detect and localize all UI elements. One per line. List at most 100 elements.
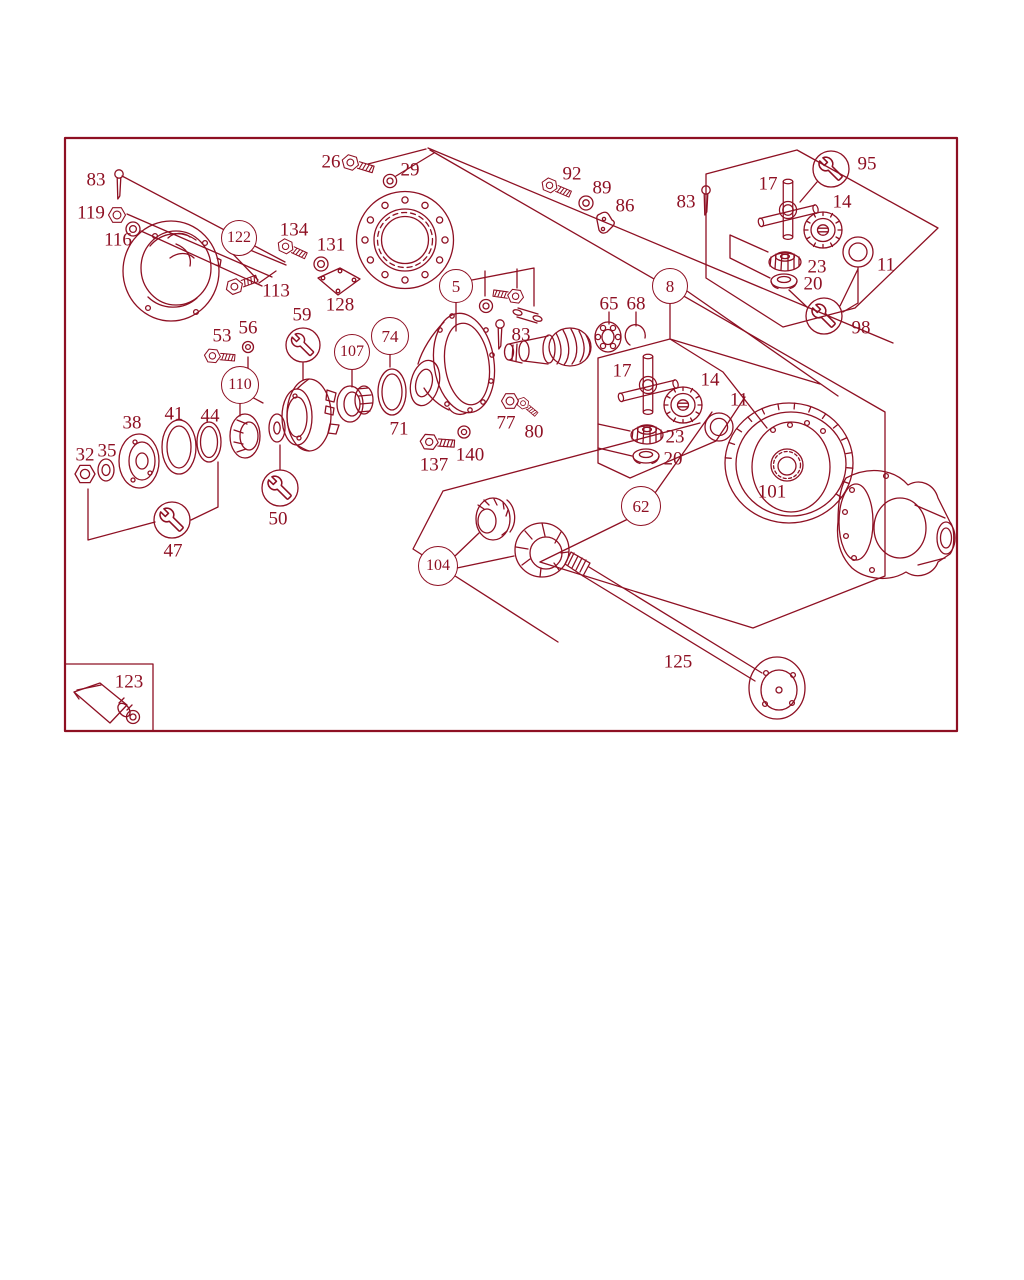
part-label-71[interactable]: 71	[389, 418, 409, 440]
lock-plate-128	[317, 267, 361, 296]
pinion-bearing-65	[594, 321, 622, 353]
part-label-68[interactable]: 68	[626, 293, 646, 315]
part-label-17a[interactable]: 17	[758, 173, 778, 195]
nut-131	[313, 256, 329, 272]
tool-callout-98	[805, 297, 843, 335]
inset-box	[64, 663, 154, 732]
callout-8[interactable]: 8	[652, 268, 688, 304]
part-label-65[interactable]: 65	[599, 293, 619, 315]
part-label-20b[interactable]: 20	[663, 448, 683, 470]
ring-gear	[724, 402, 854, 524]
callout-62[interactable]: 62	[621, 486, 661, 526]
snap-ring-68	[624, 324, 646, 346]
part-label-89[interactable]: 89	[592, 177, 612, 199]
tool-callout-50	[261, 469, 299, 507]
part-label-11b[interactable]: 11	[729, 389, 749, 411]
part-label-35[interactable]: 35	[97, 440, 117, 462]
part-label-128[interactable]: 128	[325, 294, 355, 316]
nut-29	[382, 173, 398, 189]
part-label-20a[interactable]: 20	[803, 273, 823, 295]
bearing-107-part	[336, 385, 374, 423]
cotter-pin-83-mid	[495, 319, 505, 350]
side-gear-mid	[663, 386, 703, 424]
seal-ring-44	[196, 421, 222, 463]
o-ring-mid	[704, 412, 734, 442]
part-label-29[interactable]: 29	[400, 159, 420, 181]
callout-110[interactable]: 110	[221, 366, 259, 404]
part-label-83c[interactable]: 83	[511, 324, 531, 346]
callout-5[interactable]: 5	[439, 269, 473, 303]
washer-89	[578, 195, 594, 211]
part-label-38[interactable]: 38	[122, 412, 142, 434]
part-label-101[interactable]: 101	[757, 481, 787, 503]
wrench-icon	[290, 332, 315, 357]
part-label-95[interactable]: 95	[857, 153, 877, 175]
nut-77	[500, 393, 520, 409]
callout-74[interactable]: 74	[371, 317, 409, 355]
wrench-icon	[267, 475, 292, 500]
tool-callout-95	[812, 150, 850, 188]
drive-pinion	[503, 327, 592, 367]
wrench-icon	[159, 507, 184, 532]
cotter-pin-83	[114, 169, 124, 200]
construction-lines	[87, 147, 939, 643]
part-label-131[interactable]: 131	[316, 234, 346, 256]
part-label-23a[interactable]: 23	[807, 256, 827, 278]
part-label-92[interactable]: 92	[562, 163, 582, 185]
part-label-14b[interactable]: 14	[700, 369, 720, 391]
part-label-44[interactable]: 44	[200, 405, 220, 427]
part-label-26[interactable]: 26	[321, 151, 341, 173]
tool-callout-47	[153, 501, 191, 539]
side-gear-top	[803, 211, 843, 249]
part-label-83[interactable]: 83	[86, 169, 106, 191]
bearing-110-part	[229, 413, 261, 459]
part-label-125[interactable]: 125	[663, 651, 693, 673]
bolt-80	[514, 395, 540, 419]
axle-shaft	[564, 551, 806, 720]
drive-flange	[281, 378, 340, 452]
clip-86	[596, 211, 615, 234]
part-label-32[interactable]: 32	[75, 444, 95, 466]
part-label-86[interactable]: 86	[615, 195, 635, 217]
part-label-123[interactable]: 123	[114, 671, 144, 693]
part-label-59[interactable]: 59	[292, 304, 312, 326]
part-label-14a[interactable]: 14	[832, 191, 852, 213]
lock-nut-32	[74, 464, 96, 484]
part-label-77[interactable]: 77	[496, 412, 516, 434]
part-label-56[interactable]: 56	[238, 317, 258, 339]
wheel-hub	[355, 190, 455, 290]
part-label-98[interactable]: 98	[851, 317, 871, 339]
part-label-23b[interactable]: 23	[665, 426, 685, 448]
bolt-113	[223, 271, 260, 297]
part-label-41[interactable]: 41	[164, 403, 184, 425]
part-label-137[interactable]: 137	[419, 454, 449, 476]
shim-ring-71	[377, 368, 407, 416]
part-label-11a[interactable]: 11	[876, 254, 896, 276]
part-label-50[interactable]: 50	[268, 508, 288, 530]
washer-140	[457, 425, 471, 439]
bevel-pinion-top	[768, 251, 802, 272]
part-label-47[interactable]: 47	[163, 540, 183, 562]
part-label-113[interactable]: 113	[262, 280, 290, 302]
callout-122[interactable]: 122	[221, 220, 257, 256]
seal-ring-41	[161, 419, 197, 475]
part-label-119[interactable]: 119	[77, 202, 105, 224]
part-label-140[interactable]: 140	[455, 444, 485, 466]
axle-bearing	[514, 522, 570, 578]
nut-119	[107, 207, 127, 223]
part-label-53[interactable]: 53	[212, 325, 232, 347]
part-label-134[interactable]: 134	[279, 219, 309, 241]
diagram-frame	[63, 136, 959, 733]
part-label-17b[interactable]: 17	[612, 360, 632, 382]
axle-housing	[836, 469, 956, 579]
part-label-116[interactable]: 116	[104, 229, 132, 251]
callout-107[interactable]: 107	[334, 334, 370, 370]
washer-116	[125, 221, 141, 237]
part-label-83b[interactable]: 83	[676, 191, 696, 213]
part-label-80[interactable]: 80	[524, 421, 544, 443]
callout-104[interactable]: 104	[418, 546, 458, 586]
washer-35	[97, 458, 115, 482]
washer-50-part	[268, 413, 286, 443]
